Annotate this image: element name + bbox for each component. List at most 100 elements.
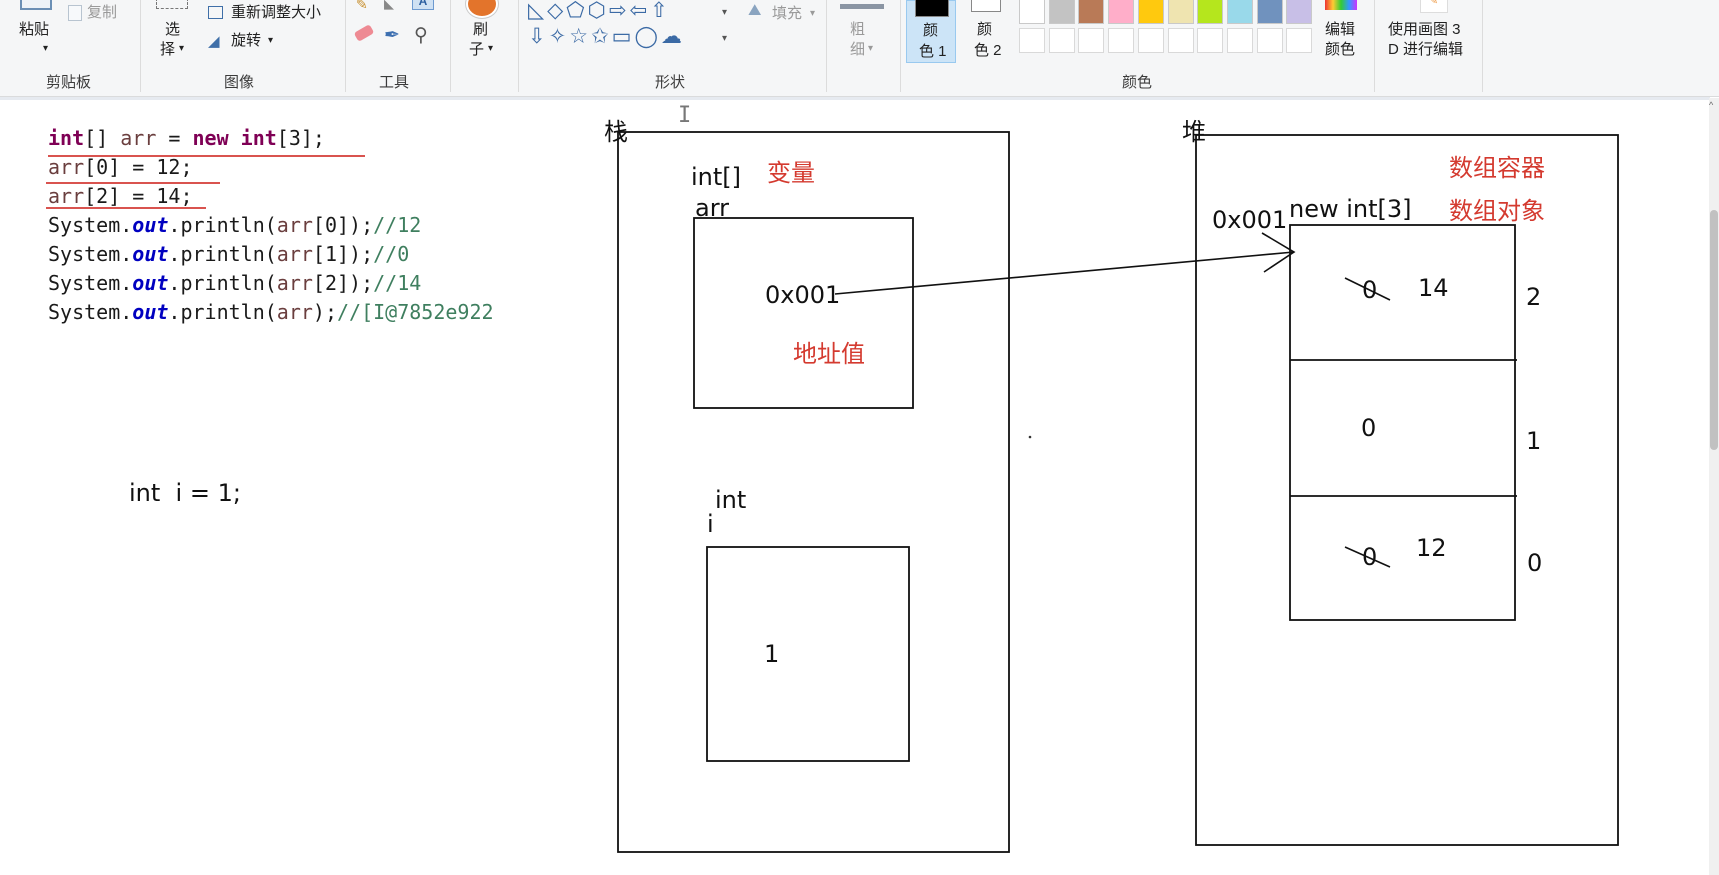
allocation-label: new int[3] — [1289, 195, 1412, 223]
rotate-button[interactable]: ◢ 旋转 ▾ — [206, 30, 286, 52]
select-button[interactable]: 选 择 ▾ — [152, 0, 194, 64]
separator — [900, 0, 901, 92]
paint3d-label-1: 使用画图 3 — [1388, 21, 1461, 38]
color-2-preview — [971, 0, 1001, 12]
color-1-label-2: 色 1 — [919, 43, 947, 60]
group-label-tools: 工具 — [379, 74, 410, 91]
color-picker-icon[interactable]: ✒ — [384, 25, 400, 46]
paint3d-label-2: D 进行编辑 — [1388, 41, 1464, 58]
code-line-println: System.out.println(arr);//[I@7852e922 — [48, 300, 494, 324]
code-line-println: System.out.println(arr[1]);//0 — [48, 242, 410, 266]
scrollbar-thumb[interactable] — [1710, 210, 1718, 450]
cell-index: 1 — [1526, 427, 1542, 455]
pencil-icon[interactable]: ✎ — [356, 0, 368, 12]
palette-swatch[interactable] — [1019, 0, 1045, 24]
reference-arrow — [834, 251, 1295, 295]
select-label-2: 择 — [160, 41, 176, 58]
shapes-scroll-down-icon[interactable]: ▾ — [722, 33, 728, 44]
thickness-icon — [840, 4, 884, 9]
text-tool-icon[interactable]: A — [412, 0, 434, 10]
magnifier-icon[interactable]: ⚲ — [414, 25, 428, 46]
ribbon-toolbar: 粘贴 ▾ 复制 剪贴板 选 择 ▾ 重新调整大小 ◢ 旋转 ▾ 图像 ✎ ◣ A… — [0, 0, 1719, 97]
custom-color-slot[interactable] — [1048, 28, 1075, 53]
code-line-assign-0: arr[0] = 12; — [48, 155, 193, 179]
thickness-label-2: 细 — [850, 41, 866, 58]
paste-dropdown-icon: ▾ — [43, 43, 49, 54]
vertical-scrollbar[interactable] — [1709, 98, 1719, 875]
custom-color-slot[interactable] — [1286, 28, 1313, 53]
drawing-canvas[interactable] — [0, 97, 1719, 875]
resize-button[interactable]: 重新调整大小 — [206, 2, 332, 24]
arr-var-box — [693, 217, 914, 409]
separator — [345, 0, 346, 92]
color-1-button[interactable]: 颜 色 1 — [906, 0, 956, 63]
shapes-scroll-icon[interactable]: ▾ — [722, 7, 728, 18]
shapes-row-1: ◺◇⬠⬡⇨⇦⇧ — [528, 0, 671, 22]
stack-frame — [617, 131, 1010, 853]
address-value-note: 地址值 — [793, 340, 865, 368]
resize-icon — [208, 6, 223, 19]
custom-color-slot[interactable] — [1078, 28, 1105, 53]
custom-color-slot[interactable] — [1108, 28, 1135, 53]
i-var-box — [706, 546, 910, 762]
palette-swatch[interactable] — [1286, 0, 1313, 24]
separator — [1482, 0, 1483, 92]
scroll-up-icon[interactable]: ^ — [1709, 100, 1714, 110]
code-line-declaration: int[] arr = new int[3]; — [48, 126, 325, 150]
paint3d-icon — [1420, 0, 1448, 13]
color-1-preview — [915, 0, 949, 17]
fill-label: 填充 — [772, 5, 803, 22]
separator — [826, 0, 827, 92]
heap-title: 堆 — [1182, 118, 1206, 146]
custom-color-slot[interactable] — [1167, 28, 1194, 53]
color-2-label-2: 色 2 — [974, 42, 1002, 59]
array-object-note: 数组对象 — [1449, 197, 1545, 225]
custom-color-slot[interactable] — [1019, 28, 1045, 53]
paste-button[interactable]: 粘贴 ▾ — [12, 0, 62, 60]
edit-colors-label-1: 编辑 — [1325, 21, 1356, 38]
separator — [518, 0, 519, 92]
separator — [1374, 0, 1375, 92]
palette-swatch[interactable] — [1256, 0, 1283, 24]
custom-color-slot[interactable] — [1197, 28, 1224, 53]
custom-color-slot[interactable] — [1256, 28, 1283, 53]
array-container-note: 数组容器 — [1449, 154, 1545, 182]
cell-index: 0 — [1527, 549, 1543, 577]
group-label-clipboard: 剪贴板 — [46, 74, 92, 91]
group-label-colors: 颜色 — [1122, 74, 1153, 91]
paste-label: 粘贴 — [19, 21, 50, 38]
palette-swatch[interactable] — [1108, 0, 1135, 24]
fill-icon: ⛰ — [748, 2, 762, 19]
edit-colors-button[interactable]: 编辑 颜色 — [1316, 0, 1366, 64]
palette-swatch[interactable] — [1078, 0, 1105, 24]
text-cursor-icon: I — [678, 103, 691, 128]
custom-color-slot[interactable] — [1137, 28, 1164, 53]
canvas-edge — [0, 97, 1710, 100]
edit-with-paint3d-button[interactable]: ✎ 使用画图 3 D 进行编辑 — [1384, 0, 1484, 64]
palette-swatch[interactable] — [1197, 0, 1224, 24]
separator — [140, 0, 141, 92]
arr-type-label: int[] — [691, 163, 742, 191]
brush-button[interactable]: 刷 子 ▾ — [460, 0, 508, 64]
rotate-dropdown-icon: ▾ — [268, 35, 274, 46]
code-line-println: System.out.println(arr[0]);//12 — [48, 213, 422, 237]
copy-button[interactable]: 复制 — [66, 2, 124, 24]
cell-value: 0 — [1361, 414, 1377, 442]
thickness-button[interactable]: 粗 细 ▾ — [836, 0, 886, 64]
fill-bucket-icon[interactable]: ◣ — [384, 0, 394, 11]
color-2-button[interactable]: 颜 色 2 — [960, 0, 1010, 63]
palette-swatch[interactable] — [1137, 0, 1164, 24]
custom-color-slot[interactable] — [1226, 28, 1253, 53]
arr-address-value: 0x001 — [765, 281, 841, 309]
palette-swatch[interactable] — [1048, 0, 1075, 24]
copy-icon — [68, 5, 82, 21]
fill-dropdown-icon: ▾ — [810, 8, 816, 19]
palette-swatch[interactable] — [1167, 0, 1194, 24]
select-dropdown-icon: ▾ — [179, 43, 185, 54]
fill-button[interactable]: ⛰ 填充 ▾ — [746, 2, 822, 24]
shapes-gallery[interactable]: ◺◇⬠⬡⇨⇦⇧ ⇩✧☆✩▭◯☁ — [526, 0, 726, 54]
i-type-label: int — [715, 486, 747, 514]
palette-swatch[interactable] — [1226, 0, 1253, 24]
resize-label: 重新调整大小 — [231, 4, 322, 21]
